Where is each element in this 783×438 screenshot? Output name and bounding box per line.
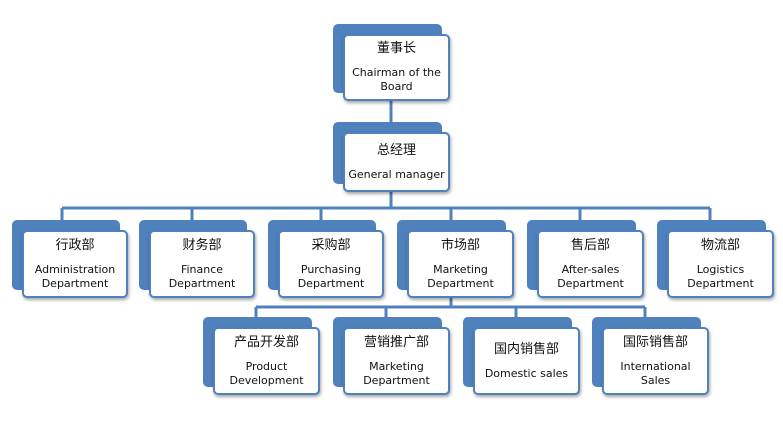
node-general-manager: 总经理 General manager — [333, 122, 450, 192]
node-label-zh: 市场部 — [440, 237, 480, 253]
node-card: 营销推广部 Marketing Department — [343, 327, 450, 395]
node-label-zh: 产品开发部 — [233, 334, 299, 350]
node-label-zh: 财务部 — [182, 237, 222, 253]
node-label-en: Finance Department — [168, 262, 236, 290]
node-label-en: Domestic sales — [484, 366, 569, 380]
node-label-zh: 营销推广部 — [363, 334, 429, 350]
node-label-zh: 总经理 — [376, 142, 416, 158]
node-finance: 财务部 Finance Department — [139, 220, 255, 298]
node-purchasing: 采购部 Purchasing Department — [268, 220, 384, 298]
node-label-en: Logistics Department — [687, 262, 754, 290]
node-label-en: Administration Department — [34, 262, 116, 290]
node-logistics: 物流部 Logistics Department — [657, 220, 774, 298]
node-label-zh: 国际销售部 — [622, 334, 688, 350]
node-admin: 行政部 Administration Department — [12, 220, 128, 298]
node-card: 国内销售部 Domestic sales — [473, 327, 580, 395]
node-label-zh: 国内销售部 — [493, 341, 559, 357]
node-label-en: Marketing Department — [427, 262, 494, 290]
node-card: 国际销售部 International Sales — [602, 327, 709, 395]
node-label-zh: 采购部 — [311, 237, 351, 253]
node-card: 售后部 After-sales Department — [537, 230, 644, 298]
node-intl-sales: 国际销售部 International Sales — [592, 317, 709, 395]
node-card: 物流部 Logistics Department — [667, 230, 774, 298]
node-card: 财务部 Finance Department — [149, 230, 255, 298]
node-card: 市场部 Marketing Department — [407, 230, 514, 298]
node-label-en: After-sales Department — [557, 262, 624, 290]
node-label-zh: 董事长 — [376, 41, 416, 56]
node-marketing: 市场部 Marketing Department — [397, 220, 514, 298]
node-label-zh: 行政部 — [55, 237, 95, 253]
node-promotion: 营销推广部 Marketing Department — [333, 317, 450, 395]
node-domestic-sales: 国内销售部 Domestic sales — [463, 317, 580, 395]
node-label-en: Marketing Department — [363, 359, 430, 387]
node-label-en: Product Development — [229, 359, 304, 387]
node-label-en: International Sales — [620, 359, 691, 387]
node-label-zh: 售后部 — [570, 237, 610, 253]
node-card: 采购部 Purchasing Department — [278, 230, 384, 298]
node-card: 行政部 Administration Department — [22, 230, 128, 298]
node-label-en: Purchasing Department — [297, 262, 365, 290]
node-product-dev: 产品开发部 Product Development — [203, 317, 320, 395]
node-label-zh: 物流部 — [700, 237, 740, 253]
node-label-en: General manager — [348, 167, 445, 181]
node-after-sales: 售后部 After-sales Department — [527, 220, 644, 298]
node-chairman: 董事长 Chairman of the Board — [333, 24, 450, 101]
node-card: 总经理 General manager — [343, 132, 450, 192]
node-card: 产品开发部 Product Development — [213, 327, 320, 395]
node-card: 董事长 Chairman of the Board — [343, 34, 450, 101]
node-label-en: Chairman of the Board — [352, 66, 441, 93]
